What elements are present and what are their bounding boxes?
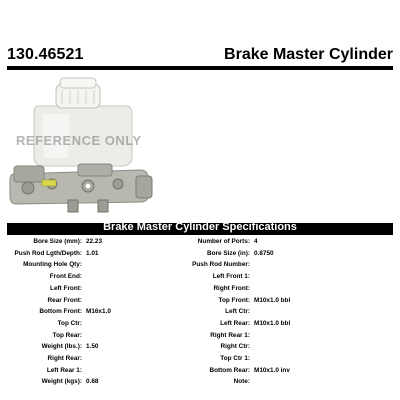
spec-label: Mounting Hole Qty:	[23, 261, 82, 269]
spec-row-left: Bottom Front: M16x1.0	[0, 308, 400, 318]
spec-row-right: Push Rod Number:	[0, 261, 400, 271]
spec-row-left: Weight (kgs): 0.68	[0, 378, 400, 388]
spec-label: Left Rear:	[220, 319, 250, 327]
spec-label: Right Rear 1:	[210, 331, 250, 339]
spec-label: Number of Ports:	[197, 238, 250, 245]
spec-value: 22.23	[86, 238, 102, 245]
spec-label: Bottom Rear:	[209, 366, 250, 374]
spec-row-right: Left Front 1:	[0, 273, 400, 283]
spec-value: M10x1.0 bbl	[254, 296, 291, 304]
spec-title: Brake Master Cylinder Specifications	[103, 221, 297, 233]
spec-value: 0.8750	[254, 249, 274, 257]
spec-label: Push Rod Lgth/Depth:	[14, 249, 82, 257]
spec-value: M10x1.0 bbl	[254, 319, 291, 327]
spec-row-right: Bottom Rear: M10x1.0 inv	[0, 367, 400, 377]
spec-row-left: Mounting Hole Qty:	[0, 261, 400, 271]
spec-label: Front End:	[49, 273, 82, 281]
spec-row-right: Right Front:	[0, 285, 400, 295]
spec-row-right: Bore Size (in): 0.8750	[0, 250, 400, 260]
spec-row-left: Front End:	[0, 273, 400, 283]
spec-row-left: Left Front:	[0, 285, 400, 295]
spec-row-right: Right Rear 1:	[0, 332, 400, 342]
spec-row-left: Rear Front:	[0, 297, 400, 307]
spec-label: Top Front:	[218, 296, 250, 304]
spec-row-right: Top Ctr 1:	[0, 355, 400, 365]
spec-row-left: Bore Size (mm): 22.23	[0, 238, 400, 248]
product-title: Brake Master Cylinder	[224, 46, 393, 63]
spec-label: Left Front 1:	[212, 273, 250, 281]
spec-row-right: Left Rear: M10x1.0 bbl	[0, 320, 400, 330]
spec-label: Bore Size (in):	[207, 249, 250, 257]
spec-value: 1.50	[86, 343, 99, 351]
spec-label: Right Front:	[213, 284, 250, 292]
reference-watermark: REFERENCE ONLY	[16, 133, 142, 148]
spec-row-left: Top Ctr:	[0, 320, 400, 330]
spec-value: 4	[254, 238, 258, 245]
spec-label: Bottom Front:	[39, 308, 82, 316]
product-image	[8, 70, 156, 220]
spec-value: M16x1.0	[86, 308, 111, 316]
spec-label: Rear Front:	[47, 296, 82, 304]
spec-value: 0.68	[86, 378, 99, 386]
spec-label: Right Ctr:	[220, 343, 250, 351]
spec-label: Left Rear 1:	[46, 366, 82, 374]
spec-row-left: Right Rear:	[0, 355, 400, 365]
spec-row-right: Note:	[0, 378, 400, 388]
spec-row-right: Number of Ports: 4	[0, 238, 400, 248]
spec-label: Top Ctr:	[57, 319, 82, 327]
spec-row-right: Left Ctr:	[0, 308, 400, 318]
spec-label: Push Rod Number:	[192, 261, 250, 269]
spec-value: 1.01	[86, 249, 99, 257]
spec-label: Top Ctr 1:	[220, 355, 250, 362]
spec-label: Top Rear:	[52, 331, 82, 339]
spec-row-left: Push Rod Lgth/Depth: 1.01	[0, 250, 400, 260]
spec-row-left: Weight (lbs.): 1.50	[0, 343, 400, 353]
spec-row-right: Top Front: M10x1.0 bbl	[0, 297, 400, 307]
product-header: 130.46521 Brake Master Cylinder	[0, 42, 400, 72]
spec-label: Weight (lbs.):	[41, 343, 82, 351]
spec-label: Weight (kgs):	[41, 378, 82, 386]
part-number: 130.46521	[7, 46, 84, 63]
spec-label: Bore Size (mm):	[33, 238, 82, 245]
spec-row-left: Top Rear:	[0, 332, 400, 342]
spec-value: M10x1.0 inv	[254, 366, 290, 374]
spec-label: Note:	[233, 378, 250, 386]
spec-row-right: Right Ctr:	[0, 343, 400, 353]
header-divider	[7, 66, 393, 70]
master-cylinder-icon	[9, 77, 153, 213]
spec-title-bar	[7, 223, 393, 235]
spec-label: Left Ctr:	[225, 308, 250, 316]
spec-label: Left Front:	[50, 284, 82, 292]
spec-label: Right Rear:	[47, 355, 82, 362]
spec-row-left: Left Rear 1:	[0, 367, 400, 377]
